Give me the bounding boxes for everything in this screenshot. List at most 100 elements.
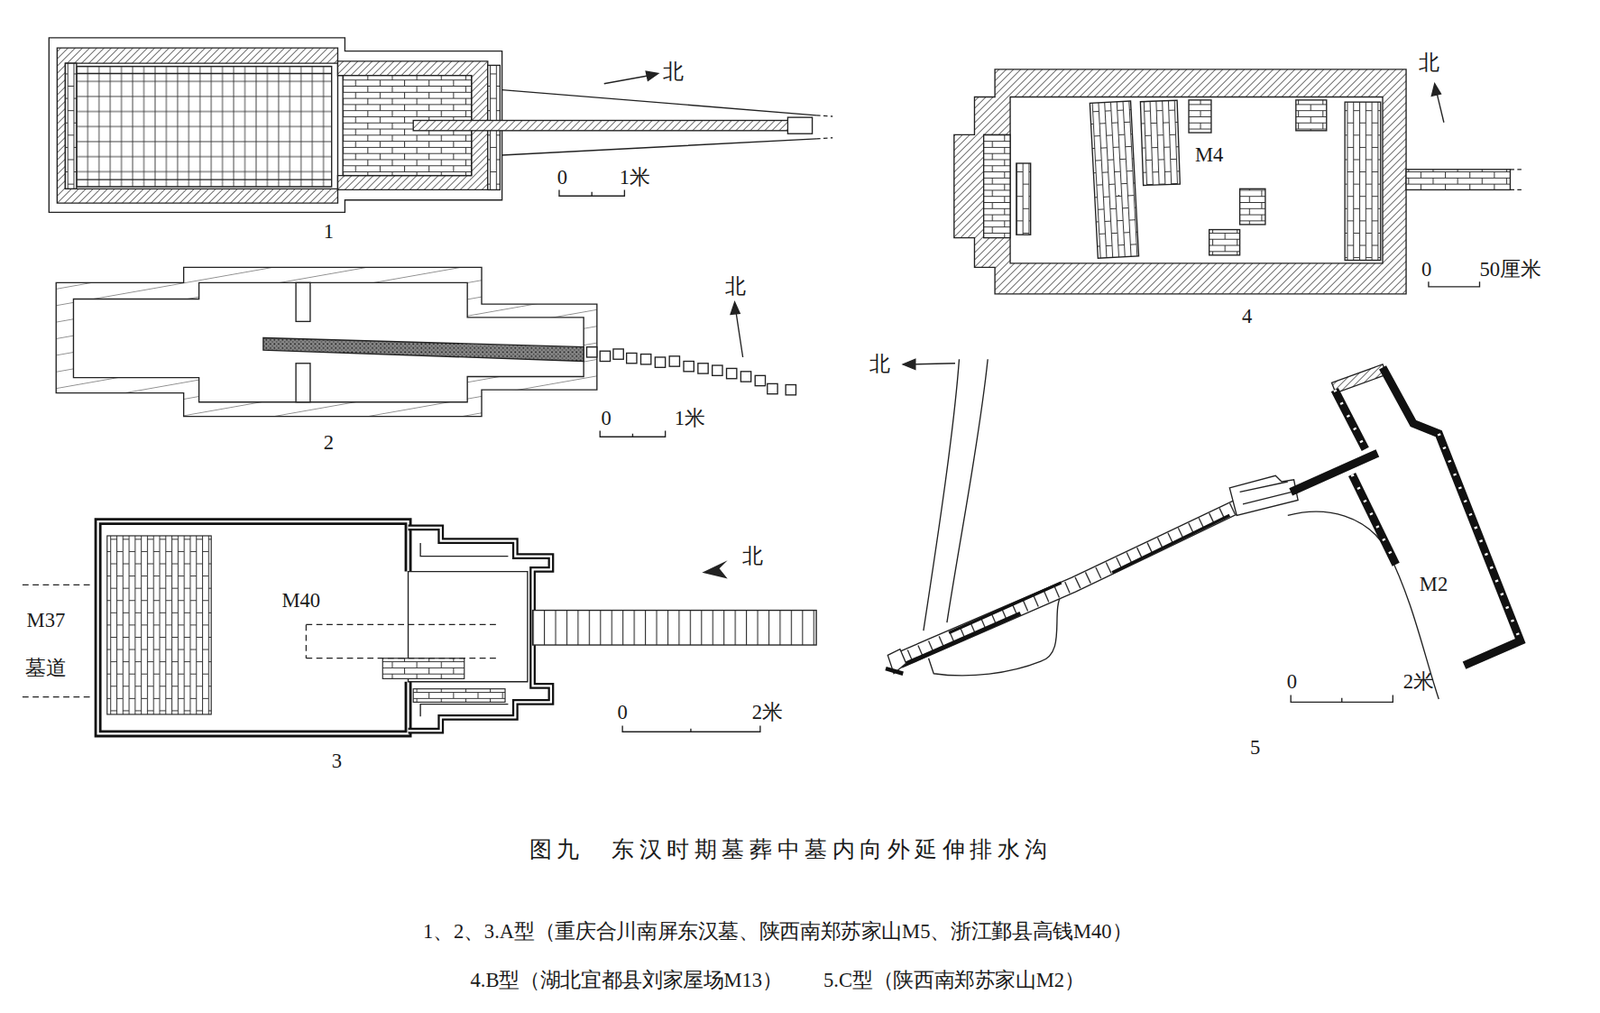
- drain-stone: [785, 385, 796, 396]
- drain-stone: [767, 383, 778, 394]
- chamber-wall-core: [98, 521, 409, 734]
- tomb-wall-hatched: [1331, 364, 1387, 394]
- chamber-wall: [98, 521, 409, 734]
- bank-line: [947, 358, 988, 623]
- north-arrowhead: [701, 560, 727, 579]
- drain-dashed: [305, 624, 500, 658]
- drain-joints: [899, 494, 1287, 661]
- north-arrowhead: [1431, 83, 1441, 97]
- tomb-label: M37: [27, 608, 66, 633]
- scale-length: 2米: [752, 700, 783, 725]
- scale-bar: [559, 189, 625, 196]
- drain-stone: [698, 363, 709, 374]
- drain-stone: [726, 367, 737, 378]
- pit-outline: [1287, 511, 1439, 699]
- north-label: 北: [869, 352, 891, 377]
- hatched-wall: [954, 69, 1407, 295]
- figure-number: 3: [331, 749, 342, 773]
- hatched-wall: [56, 47, 338, 203]
- tomb-plan-4: [954, 69, 1525, 295]
- tomb-chamber: M4: [1010, 96, 1383, 263]
- north-arrowhead: [902, 358, 916, 369]
- drain-end-mark: [885, 668, 903, 674]
- neighbour-passage: [22, 584, 92, 697]
- drain-stone: [613, 349, 624, 359]
- drain-channel: [263, 337, 584, 361]
- drain-end: [787, 117, 812, 134]
- scale-length: 1米: [619, 165, 651, 190]
- scale-bar: [622, 725, 761, 732]
- tomb-wall: [1382, 367, 1521, 665]
- scale-zero: 0: [1421, 257, 1432, 282]
- drain-band: [895, 487, 1288, 668]
- tomb-wall: [1290, 452, 1378, 492]
- north-label: 北: [725, 275, 746, 299]
- figure-number: 2: [323, 431, 334, 455]
- figure-number: 5: [1250, 735, 1260, 759]
- scattered-bricks: [1140, 100, 1180, 185]
- drain-stone: [754, 375, 765, 386]
- scale-bar: [599, 430, 665, 437]
- drain-stone: [740, 371, 751, 382]
- drain-channel: [413, 120, 793, 131]
- tomb-chamber: M40: [219, 535, 404, 709]
- scattered-bricks: [1089, 101, 1139, 258]
- scale-zero: 0: [616, 700, 627, 725]
- tomb-label: M2: [1419, 571, 1448, 596]
- front-chamber: [408, 542, 528, 717]
- scale-bar: [1428, 281, 1481, 287]
- scattered-bricks: [1188, 100, 1212, 133]
- passage-label: 墓道: [25, 656, 66, 681]
- cross-wall: [295, 282, 311, 322]
- cross-wall: [295, 363, 311, 403]
- front-wall: [408, 527, 552, 731]
- front-wall-core: [408, 527, 552, 731]
- drain-stone: [654, 357, 665, 368]
- scattered-bricks: [382, 658, 465, 680]
- north-arrowhead: [645, 71, 659, 81]
- scale-length: 1米: [674, 406, 706, 431]
- drain-stones: [587, 347, 797, 396]
- niche-bricks: [413, 689, 506, 703]
- scattered-bricks: [1240, 188, 1266, 225]
- north-arrow: [1436, 92, 1444, 123]
- figure-title: 图九 东汉时期墓葬中墓内向外延伸排水沟: [529, 836, 1053, 863]
- drain-stone: [669, 356, 680, 367]
- drain-stone: [683, 361, 694, 372]
- drain-structure: [1229, 475, 1298, 515]
- brick-floor: [107, 535, 212, 715]
- north-label: 北: [742, 544, 764, 569]
- scattered-bricks: [1344, 101, 1381, 260]
- tomb-plan-1: [48, 37, 833, 212]
- drain-stone: [641, 354, 652, 365]
- north-label: 北: [1418, 51, 1440, 75]
- figure-caption: 1、2、3.A型（重庆合川南屏东汉墓、陕西南郑苏家山M5、浙江鄞县高钱M40） …: [421, 906, 1134, 1005]
- drain-trench-dashed: [816, 115, 833, 139]
- scattered-bricks: [1016, 163, 1031, 235]
- drain-stone: [587, 347, 598, 358]
- north-arrow: [604, 75, 650, 84]
- scattered-bricks: [1209, 229, 1241, 256]
- drain-stone: [712, 365, 723, 376]
- tomb-wall: [1334, 389, 1366, 450]
- tomb-plan-3: [22, 521, 817, 734]
- tomb-label: M4: [1195, 143, 1223, 167]
- scale-zero: 0: [600, 406, 611, 431]
- drain-stone: [599, 350, 610, 361]
- tomb-plan-5: [885, 358, 1521, 702]
- brick-wall: [55, 266, 598, 416]
- north-arrow: [911, 363, 956, 365]
- drain-pipe: [1406, 169, 1510, 191]
- north-label: 北: [662, 59, 684, 83]
- drain-pipe: [533, 610, 818, 645]
- drain-structure-line: [1240, 481, 1293, 505]
- door-bricks: [983, 134, 1011, 238]
- drain-stone: [626, 352, 637, 363]
- drain-edge: [948, 514, 1230, 633]
- scale-length: 50厘米: [1479, 257, 1541, 282]
- wall-joints: [1334, 389, 1521, 641]
- plank-line: [76, 73, 332, 180]
- scale-length: 2米: [1403, 670, 1435, 694]
- brick-floor: [76, 66, 332, 188]
